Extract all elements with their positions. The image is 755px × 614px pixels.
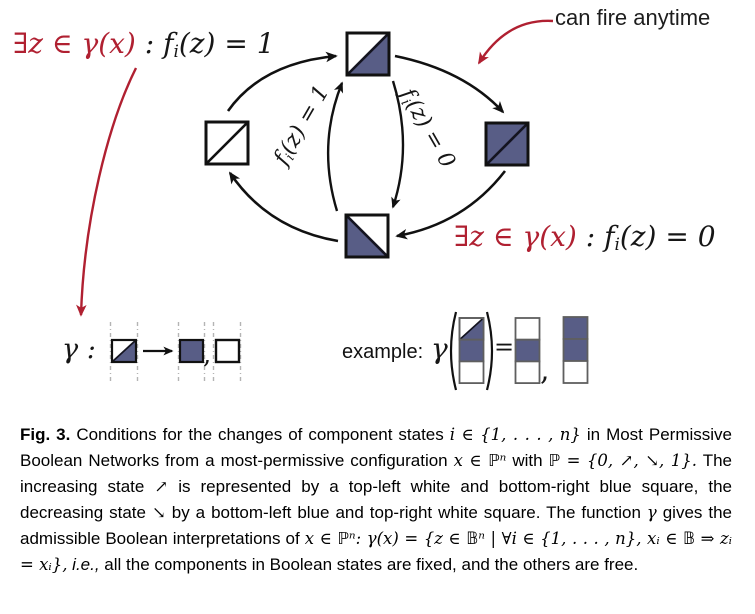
can-fire-anytime-label: can fire anytime [555, 5, 711, 30]
cell-zero-small [214, 338, 241, 364]
example-input-column [458, 317, 485, 384]
vector-guide-lines [109, 322, 242, 381]
cell-up-small [110, 338, 138, 364]
caption-fig-label: Fig. 3. [20, 425, 71, 444]
state-down-square [344, 213, 390, 259]
condition-fire-down: ∃z ∈ γ(x) : fi(z) = 0 [454, 220, 716, 255]
example-comma: , [540, 353, 550, 388]
inner-edges [326, 80, 405, 212]
example-label: example: [342, 341, 424, 363]
edge-up-to-down [391, 80, 405, 209]
open-paren [449, 311, 458, 391]
example-gamma: γ [431, 332, 448, 365]
cell-one-small [178, 338, 205, 364]
exists-clause: ∃z ∈ γ(x) [13, 27, 136, 60]
red-annotation-arrows [76, 19, 554, 317]
figure-caption: Fig. 3. Conditions for the changes of co… [20, 425, 733, 574]
state-one-square [484, 121, 530, 167]
edge-one-to-down [395, 170, 507, 240]
condition-fire-up: ∃z ∈ γ(x) : fi(z) = 1 [13, 27, 275, 62]
can-fire-pointer-arrow [477, 19, 554, 65]
gamma-def-comma: , [203, 340, 212, 370]
outer-cycle-arcs [226, 51, 507, 243]
gamma-function-label: γ : [62, 334, 96, 365]
edge-down-to-zero [228, 171, 339, 243]
state-up-square [345, 31, 391, 77]
example-graphics [449, 311, 589, 391]
example-result-column-1 [514, 317, 541, 384]
edge-down-to-up [326, 81, 344, 212]
example-equals: = [494, 333, 515, 361]
example-result-column-2 [562, 316, 589, 384]
gamma-mapping-graphics [109, 322, 242, 381]
close-paren [485, 311, 494, 391]
edge-zero-to-up [226, 51, 338, 112]
gamma-pointer-arrow [76, 67, 138, 317]
edge-up-to-one [394, 54, 505, 114]
exists-clause: ∃z ∈ γ(x) [454, 220, 577, 253]
state-zero-square [204, 120, 250, 166]
